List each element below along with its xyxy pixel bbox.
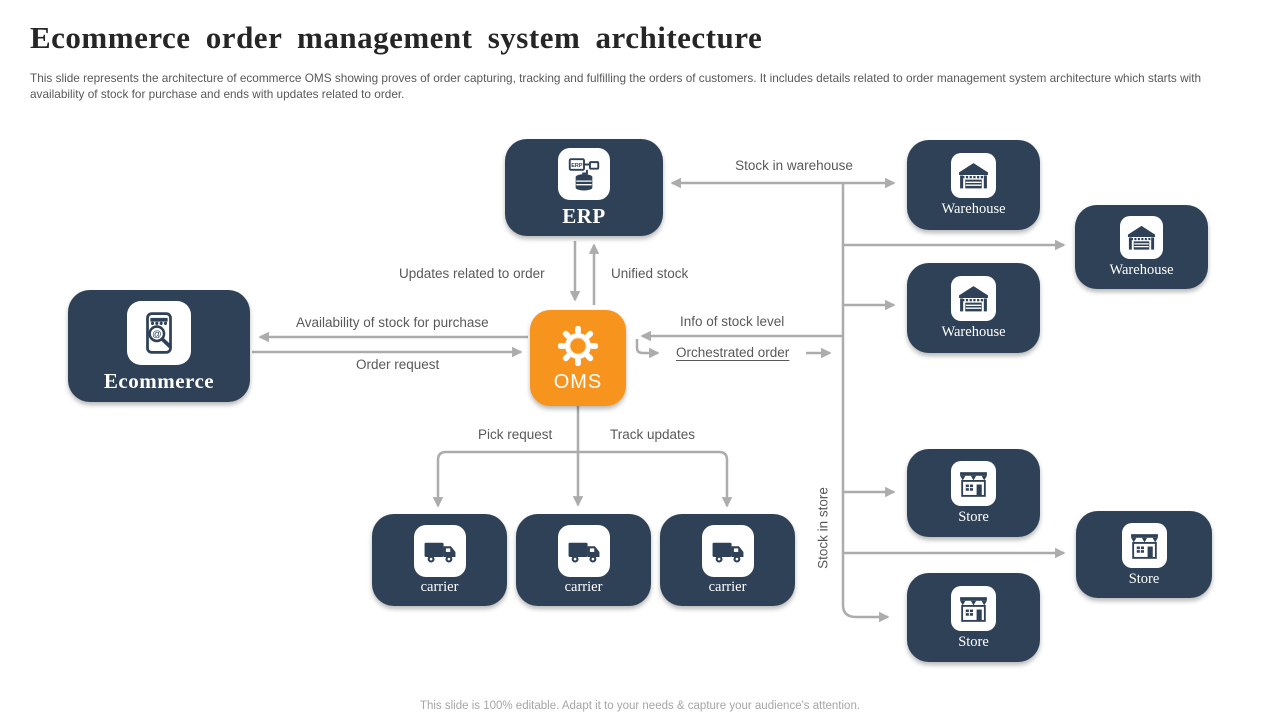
delivery-truck-icon	[701, 525, 754, 578]
delivery-truck-icon	[413, 525, 466, 578]
store-label: Store	[958, 633, 989, 650]
erp-system-icon: ERP	[558, 148, 610, 200]
warehouse-label: Warehouse	[941, 324, 1006, 341]
edge-label-unified-stock: Unified stock	[611, 266, 689, 281]
erp-node[interactable]: ERP ERP	[505, 139, 663, 236]
edge-label-stock-in-store: Stock in store	[815, 487, 831, 569]
carrier-node-2[interactable]: carrier	[516, 514, 651, 606]
warehouse-label: Warehouse	[941, 201, 1006, 218]
footer-note: This slide is 100% editable. Adapt it to…	[419, 700, 861, 712]
edge-label-track-updates: Track updates	[610, 427, 696, 442]
warehouse-icon	[1120, 216, 1163, 260]
svg-text:@: @	[152, 328, 161, 338]
edge-label-info-of-stock-level: Info of stock level	[680, 314, 785, 329]
erp-label: ERP	[562, 204, 606, 228]
store-node-1[interactable]: Store	[907, 449, 1040, 537]
carrier-node-3[interactable]: carrier	[660, 514, 795, 606]
store-node-3[interactable]: Store	[907, 573, 1040, 662]
svg-text:ERP: ERP	[571, 163, 583, 169]
oms-node[interactable]: OMS	[530, 310, 626, 406]
delivery-truck-icon	[557, 525, 610, 578]
store-icon	[951, 461, 996, 507]
warehouse-label: Warehouse	[1109, 262, 1174, 279]
edge-label-updates-related-to-order: Updates related to order	[399, 266, 545, 281]
oms-label: OMS	[553, 370, 603, 393]
edge-label-pick-request: Pick request	[478, 427, 553, 442]
page-title: Ecommerce order management system archit…	[30, 20, 763, 55]
edge-label-stock-in-warehouse: Stock in warehouse	[735, 158, 853, 173]
warehouse-node-1[interactable]: Warehouse	[907, 140, 1040, 230]
warehouse-node-2[interactable]: Warehouse	[1075, 205, 1208, 289]
store-label: Store	[958, 509, 989, 526]
store-icon	[951, 585, 996, 631]
store-icon	[1121, 522, 1167, 568]
ecommerce-label: Ecommerce	[103, 368, 215, 393]
mobile-shop-icon: @	[127, 300, 191, 365]
gear-icon	[557, 325, 599, 366]
edge-label-order-request: Order request	[356, 357, 440, 372]
warehouse-icon	[951, 153, 996, 199]
carrier-label: carrier	[420, 579, 459, 596]
edge-label-orchestrated-order: Orchestrated order	[676, 345, 790, 360]
carrier-node-1[interactable]: carrier	[372, 514, 507, 606]
carrier-label: carrier	[708, 579, 747, 596]
warehouse-node-3[interactable]: Warehouse	[907, 263, 1040, 353]
ecommerce-node[interactable]: @ Ecommerce	[68, 290, 250, 402]
edge-label-availability-of-stock: Availability of stock for purchase	[296, 315, 489, 330]
warehouse-icon	[951, 276, 996, 322]
slide-description: This slide represents the architecture o…	[30, 71, 1202, 102]
carrier-label: carrier	[564, 579, 603, 596]
store-label: Store	[1128, 570, 1160, 587]
store-node-2[interactable]: Store	[1076, 511, 1212, 598]
